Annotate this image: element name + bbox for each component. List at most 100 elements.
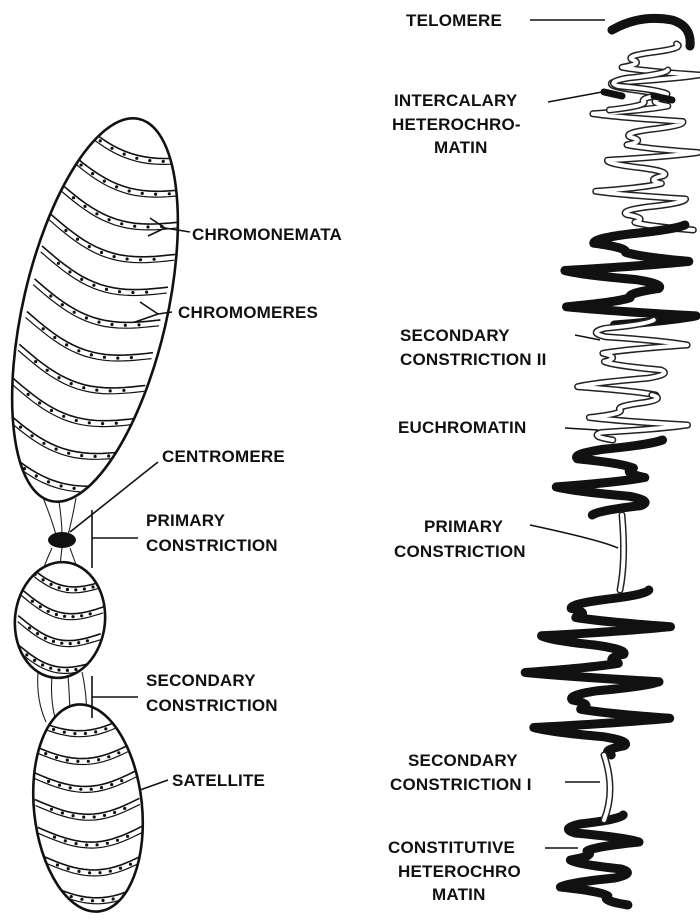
chromomere-dot (84, 732, 87, 735)
chromomere-dot (88, 421, 91, 424)
chromomere-dot (153, 258, 156, 261)
chromomere-dot (123, 153, 126, 156)
chromomere-dot (66, 588, 69, 591)
intercalary-heterochromatin-band (654, 96, 672, 100)
chromomere-dot (63, 615, 66, 618)
chromomere-dot (115, 422, 118, 425)
chromomere-dot (105, 288, 108, 291)
chromomere-dot (76, 238, 79, 241)
constitutive-heterochromatin-label-line3: MATIN (432, 885, 486, 904)
chromomere-dot (50, 583, 53, 586)
chromomere-dot (103, 180, 106, 183)
chromomere-dot (52, 728, 55, 731)
chromomere-dot (72, 814, 75, 817)
primary-constriction-right-label-line1: PRIMARY (424, 517, 504, 536)
chromomere-dot (100, 487, 103, 490)
left-chromosome: CHROMONEMATA CHROMOMERES CENTROMERE PRIM… (0, 103, 342, 917)
chromomere-dot (106, 842, 109, 845)
chromomere-dot (42, 327, 45, 330)
chromomere-dot (96, 843, 99, 846)
heterochromatin-fiber (565, 225, 696, 325)
chromomere-dot (95, 212, 98, 215)
chromomere-dot (109, 389, 112, 392)
chromomere-dot (41, 724, 44, 727)
chromomere-dot (19, 426, 22, 429)
chromomere-dot (139, 258, 142, 261)
chromomere-dot (34, 360, 37, 363)
chromomere-dot (122, 389, 125, 392)
chromomere-dot (79, 788, 82, 791)
centromere (48, 532, 76, 548)
secondary-constriction-II-label-line1: SECONDARY (400, 326, 510, 345)
chromomere-dot (137, 323, 140, 326)
chromomere-dot (80, 278, 83, 281)
chromomere-dot (42, 442, 45, 445)
chromomere-dot (113, 811, 116, 814)
chromomere-dot (80, 163, 83, 166)
chromomere-dot (55, 613, 58, 616)
chromomere-dot (44, 637, 47, 640)
chromomere-dot (74, 668, 77, 671)
chromomere-dot (56, 863, 59, 866)
chromomere-dot (47, 780, 50, 783)
chromomere-dot (53, 836, 56, 839)
chromomere-dot (49, 667, 52, 670)
chromomere-dot (75, 419, 78, 422)
chromomere-dot (91, 899, 94, 902)
chromomere-dot (25, 653, 28, 656)
chromomere-dot (66, 759, 69, 762)
chromomere-dot (112, 897, 115, 900)
primary-constriction-fiber (620, 515, 624, 590)
chromomere-dot (67, 452, 70, 455)
chromomere-dot (50, 409, 53, 412)
chromomere-dot (50, 808, 53, 811)
chromomere-dot (133, 225, 136, 228)
chromomere-dot (97, 758, 100, 761)
chromomere-dot (35, 474, 38, 477)
chromomere-dot (61, 811, 64, 814)
chromomere-dot (77, 641, 80, 644)
middle-chromatid-segment (9, 558, 111, 683)
euchromatin-fiber-core (593, 44, 699, 230)
chromomere-dot (154, 193, 157, 196)
secondary-constriction-I-label-line2: CONSTRICTION I (390, 775, 532, 794)
chromomere-dot (83, 205, 86, 208)
chromomere-dot (124, 324, 127, 327)
chromomere-dot (70, 382, 73, 385)
secondary-constriction-label-line2: CONSTRICTION (146, 696, 278, 715)
chromomere-dot (80, 614, 83, 617)
chromomere-dot (120, 222, 123, 225)
chromomere-dot (107, 454, 110, 457)
chromomere-dot (70, 895, 73, 898)
chromomere-dot (113, 255, 116, 258)
chromomere-dot (83, 587, 86, 590)
chromomere-dot (57, 262, 60, 265)
chromomere-dot (55, 756, 58, 759)
chromomere-dot (101, 422, 104, 425)
chromomere-dot (31, 600, 34, 603)
chromomere-dot (77, 349, 80, 352)
chromomere-dot (69, 642, 72, 645)
chromomere-dot (67, 867, 70, 870)
primary-constriction-label-line2: CONSTRICTION (146, 536, 278, 555)
primary-constriction-label-line1: PRIMARY (146, 511, 226, 530)
chromomere-dot (38, 401, 41, 404)
intercalary-label-line1: INTERCALARY (394, 91, 518, 110)
chromomere-dot (94, 730, 97, 733)
secondary-constriction-I-label-line1: SECONDARY (408, 751, 518, 770)
chromomere-dot (82, 386, 85, 389)
chromomere-dot (42, 578, 45, 581)
chromomere-dot (146, 225, 149, 228)
euchromatin-label: EUCHROMATIN (398, 418, 526, 437)
chromomere-dot (148, 159, 151, 162)
telomere-label: TELOMERE (406, 11, 502, 30)
chromonemata-label: CHROMONEMATA (192, 225, 342, 244)
chromomere-dot (91, 585, 94, 588)
chromomere-dot (86, 639, 89, 642)
chromomere-dot (60, 484, 63, 487)
primary-constriction-right-label-line2: CONSTRICTION (394, 542, 526, 561)
chromomere-dot (118, 290, 121, 293)
chromomere-dot (57, 376, 60, 379)
chromomere-dot (46, 369, 49, 372)
chromomere-dot (90, 353, 93, 356)
